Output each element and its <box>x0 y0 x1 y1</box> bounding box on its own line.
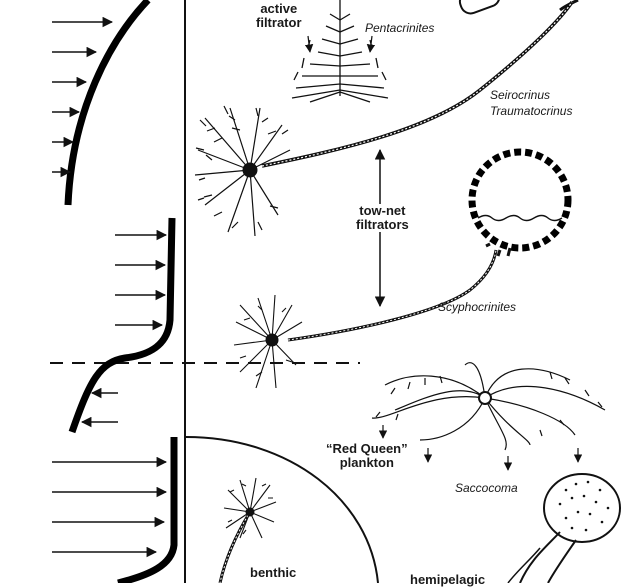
current-profile-bottom <box>52 437 178 583</box>
red-queen-plankton-label: “Red Queen” plankton <box>326 441 408 470</box>
hemipelagic-label: hemipelagic <box>410 572 486 587</box>
pentacrinites-crinoid <box>291 0 389 103</box>
seirocrinus-crinoid <box>194 1 574 237</box>
current-profile-top <box>52 0 151 206</box>
saccocoma-label: Saccocoma <box>455 481 518 495</box>
tow-net-filtrators-label: tow-net filtrators <box>356 203 409 232</box>
scyphocrinites-crinoid <box>233 148 572 389</box>
seirocrinus-label: Seirocrinus <box>490 88 551 102</box>
benthic-label: benthic <box>250 565 297 580</box>
hemipelagic-crinoid <box>507 473 621 583</box>
benthic-arc <box>185 436 379 583</box>
current-profile-middle <box>68 217 176 434</box>
active-filtrator-label: active filtrator <box>256 1 302 30</box>
floating-log <box>458 0 579 15</box>
saccocoma-crinoid <box>371 362 606 471</box>
traumatocrinus-label: Traumatocrinus <box>490 104 573 118</box>
pentacrinites-label: Pentacrinites <box>365 21 435 35</box>
benthic-crinoid <box>218 477 277 583</box>
scyphocrinites-label: Scyphocrinites <box>438 300 517 314</box>
